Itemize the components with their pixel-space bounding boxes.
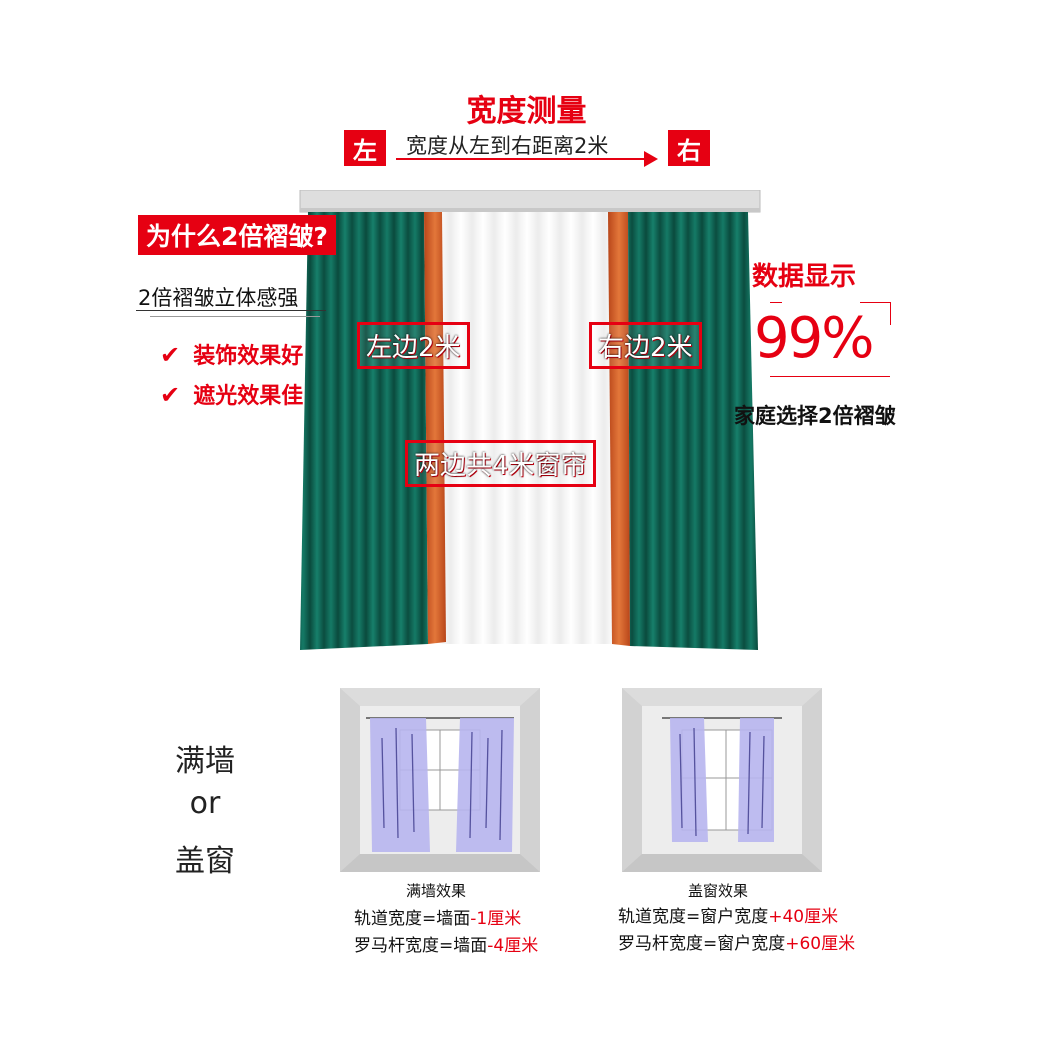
formula-label: 罗马杆宽度=墙面 xyxy=(354,936,488,956)
formula-value: +40厘米 xyxy=(768,907,839,927)
feature-item: ✔ 遮光效果佳 xyxy=(160,378,303,410)
right-width-label: 右边2米 xyxy=(589,322,702,369)
divider xyxy=(150,316,320,317)
full-wall-track-formula: 轨道宽度=墙面-1厘米 xyxy=(354,904,521,929)
cover-window-track-formula: 轨道宽度=窗户宽度+40厘米 xyxy=(618,902,838,927)
left-width-label: 左边2米 xyxy=(357,322,470,369)
left-tag: 左 xyxy=(344,130,386,166)
data-heading: 数据显示 xyxy=(752,262,857,292)
formula-label: 轨道宽度=窗户宽度 xyxy=(618,907,769,927)
check-icon: ✔ xyxy=(160,341,181,369)
bracket-decoration xyxy=(770,354,890,377)
formula-label: 轨道宽度=墙面 xyxy=(354,909,471,929)
feature-label: 装饰效果好 xyxy=(193,344,304,369)
total-width-label: 两边共4米窗帘 xyxy=(405,440,596,487)
cover-window-rod-formula: 罗马杆宽度=窗户宽度+60厘米 xyxy=(618,929,855,954)
choice-cover-window: 盖窗 xyxy=(175,844,235,879)
why-pleat-heading: 为什么2倍褶皱? xyxy=(138,215,336,255)
full-wall-diagram xyxy=(340,688,540,872)
arrow-right-icon xyxy=(644,151,658,167)
bracket-decoration xyxy=(770,302,782,303)
arrow-line xyxy=(396,158,646,160)
cover-window-diagram xyxy=(622,688,822,872)
percent-value: 99% xyxy=(754,306,874,371)
right-tag: 右 xyxy=(668,130,710,166)
feature-item: ✔ 装饰效果好 xyxy=(160,338,303,370)
curtain-illustration xyxy=(299,190,761,650)
choice-full-wall: 满墙 xyxy=(175,744,235,779)
formula-label: 罗马杆宽度=窗户宽度 xyxy=(618,934,786,954)
width-description: 宽度从左到右距离2米 xyxy=(406,134,609,158)
formula-value: -4厘米 xyxy=(487,936,539,956)
bracket-decoration xyxy=(860,302,891,325)
choice-or: or xyxy=(189,786,221,821)
formula-value: +60厘米 xyxy=(785,934,856,954)
check-icon: ✔ xyxy=(160,381,181,409)
pleat-subtitle: 2倍褶皱立体感强 xyxy=(138,286,299,310)
full-wall-rod-formula: 罗马杆宽度=墙面-4厘米 xyxy=(354,931,538,956)
formula-value: -1厘米 xyxy=(470,909,522,929)
full-wall-caption: 满墙效果 xyxy=(406,882,467,900)
feature-label: 遮光效果佳 xyxy=(193,384,304,409)
cover-window-caption: 盖窗效果 xyxy=(688,882,749,900)
divider xyxy=(136,310,326,311)
page-title: 宽度测量 xyxy=(466,94,587,129)
family-choice-caption: 家庭选择2倍褶皱 xyxy=(734,404,896,428)
